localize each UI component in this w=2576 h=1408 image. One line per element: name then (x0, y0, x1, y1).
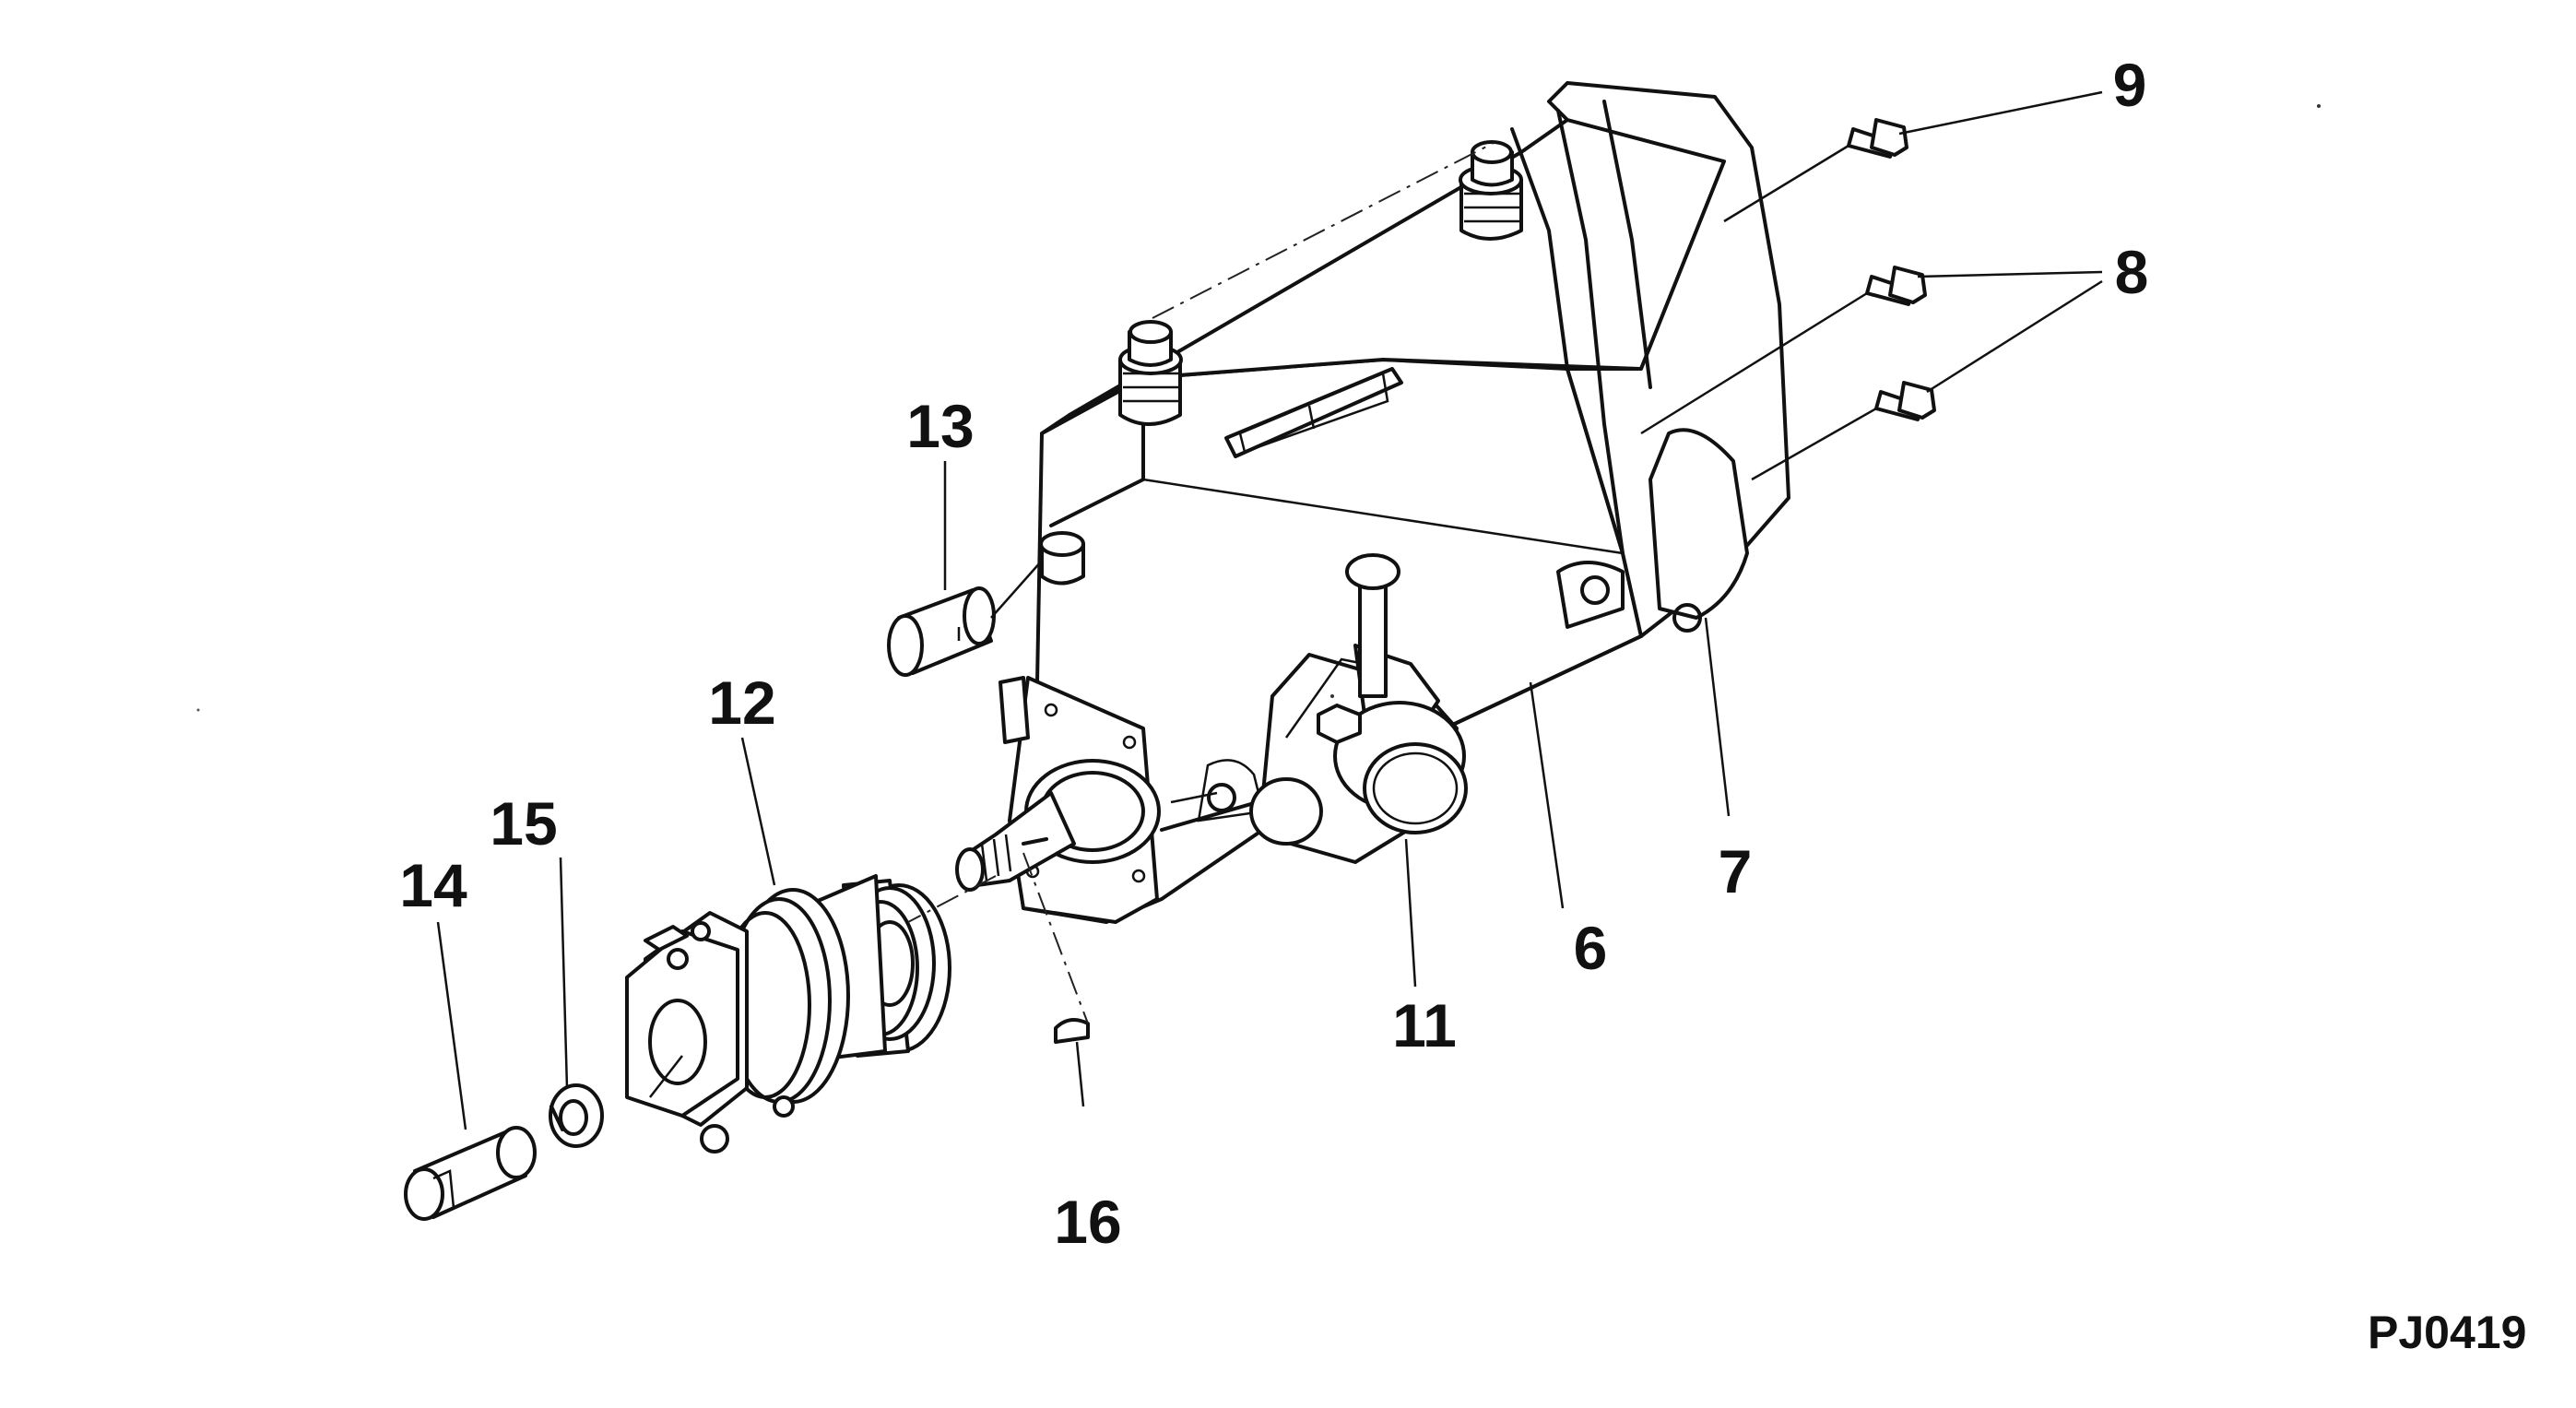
callout-label-13: 13 (906, 392, 975, 460)
callout-label-12: 12 (708, 669, 776, 737)
callout-label-16: 16 (1054, 1188, 1122, 1256)
stop-control-lever (1249, 553, 1468, 864)
pump-body (955, 81, 1790, 924)
callout-label-14: 14 (399, 851, 467, 919)
callout-label-11: 11 (1392, 991, 1457, 1059)
plug-13 (887, 586, 996, 677)
drawing-code: PJ0419 (2368, 1307, 2527, 1358)
nut-14 (404, 1126, 537, 1221)
callout-label-15: 15 (490, 789, 558, 858)
coupling-12 (625, 874, 951, 1154)
callout-label-8: 8 (2114, 238, 2149, 306)
callout-label-9: 9 (2112, 51, 2147, 119)
callout-label-7: 7 (1718, 837, 1753, 905)
washer-15 (549, 1083, 604, 1148)
screw-8a (1865, 266, 1927, 306)
key-16 (1054, 1018, 1090, 1044)
leader-lines (436, 90, 2103, 1130)
screw-8b (1874, 381, 1936, 421)
callout-label-6: 6 (1573, 914, 1608, 982)
screw-9 (1847, 118, 1908, 159)
